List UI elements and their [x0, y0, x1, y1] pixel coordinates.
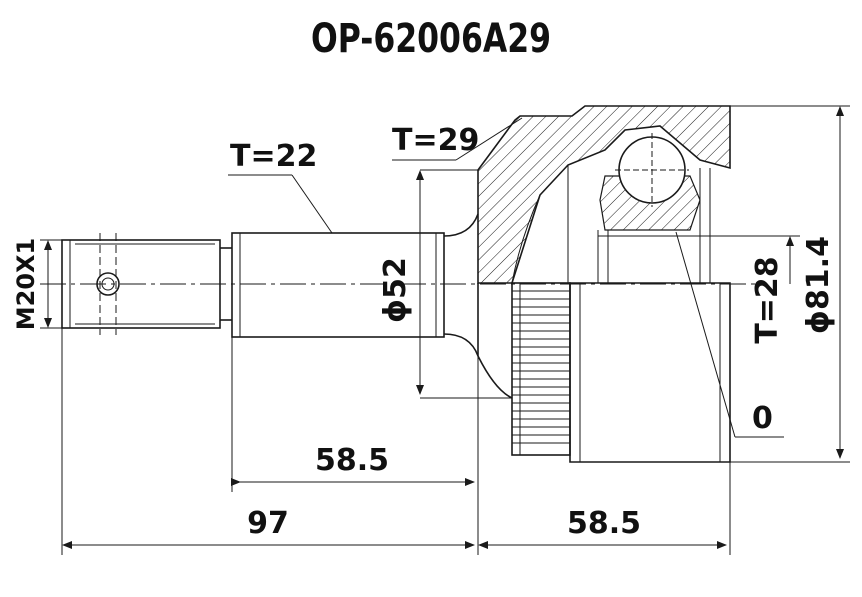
abs-ring: [511, 282, 571, 456]
label-t22: T=22: [230, 139, 317, 174]
abs-teeth: [512, 283, 570, 455]
label-phi52: ϕ52: [378, 257, 413, 323]
spline-section: [231, 232, 445, 338]
dim-total-length: 97: [247, 506, 289, 541]
dim-shaft-length: 58.5: [315, 443, 389, 478]
housing-lower: [477, 283, 513, 399]
label-phi814: ϕ81.4: [801, 236, 836, 334]
label-t28: T=28: [750, 256, 785, 343]
label-thread: M20X1: [12, 238, 40, 330]
dim-housing-length: 58.5: [567, 506, 641, 541]
housing-hatch: [477, 105, 731, 284]
label-zero: 0: [752, 401, 773, 436]
outer-housing: [477, 105, 731, 463]
part-number-title: OP-62006A29: [311, 16, 551, 62]
label-t29: T=29: [392, 123, 479, 158]
shaft: [61, 213, 479, 357]
